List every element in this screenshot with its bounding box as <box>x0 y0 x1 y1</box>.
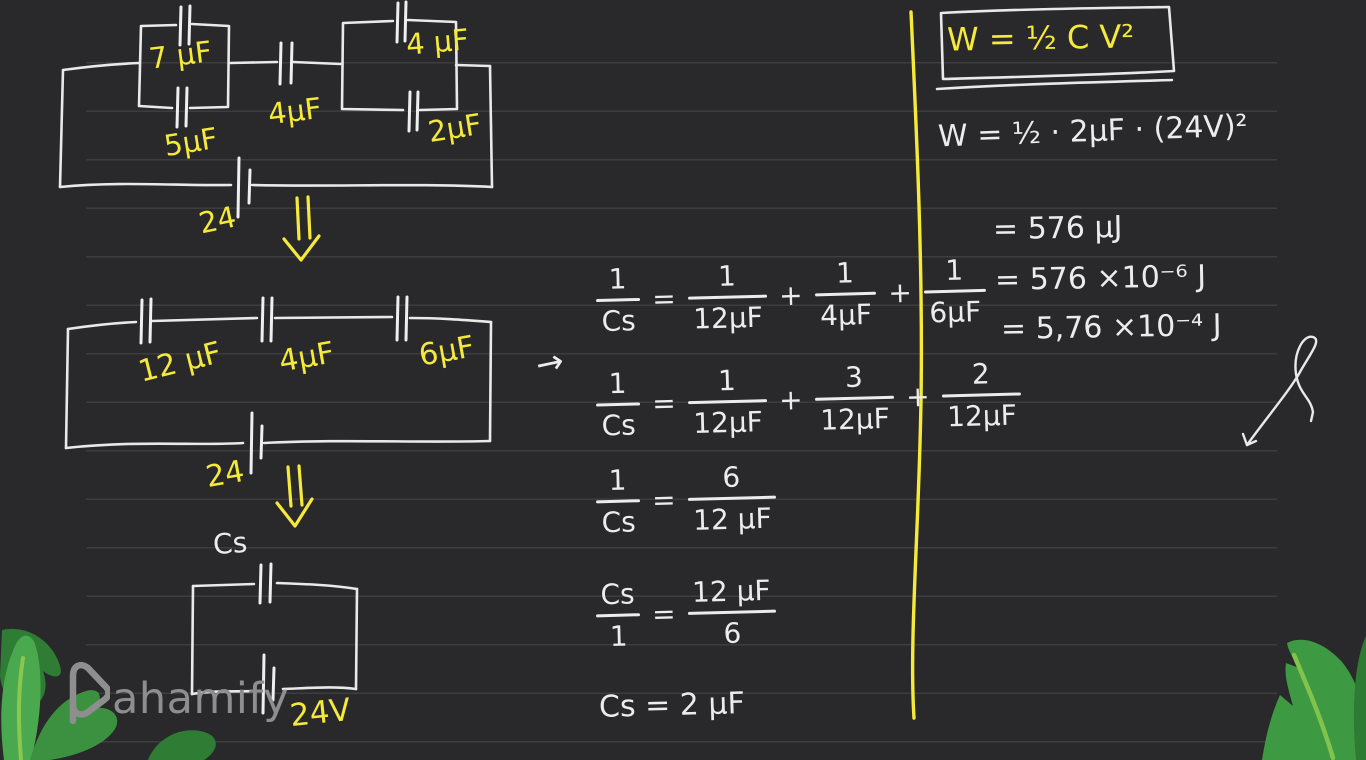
energy-step: = 576 μJ <box>992 209 1123 248</box>
pahamify-wordmark: ahamify <box>112 674 290 724</box>
plus-sign: + <box>778 278 804 313</box>
leaf-decoration <box>1262 636 1366 760</box>
battery-label: 2μF <box>425 107 484 149</box>
capacitor-label: 7 μF <box>147 34 214 76</box>
capacitor-label: 5μF <box>161 121 220 163</box>
capacitor-label: 6μF <box>416 329 478 374</box>
capacitor-label: 12 μF <box>134 335 225 390</box>
capacitor-plates <box>139 295 409 345</box>
battery-symbol <box>236 156 252 219</box>
battery-symbol <box>249 411 264 475</box>
energy-step: = 5,76 ×10⁻⁴ J <box>1000 308 1222 347</box>
capacitor-plates <box>258 562 273 605</box>
plus-sign: + <box>905 379 931 414</box>
energy-step: = 576 ×10⁻⁶ J <box>994 259 1207 298</box>
plus-sign: + <box>887 275 913 310</box>
equation-result: Cs = 2 μF <box>598 686 746 725</box>
energy-formula: W = ½ C V² <box>946 17 1135 59</box>
capacitor-label: Cs <box>211 525 249 562</box>
capacitor-label: 4μF <box>276 335 338 380</box>
equals-sign: = <box>651 597 677 631</box>
down-arrow-icon <box>275 464 314 528</box>
pahamify-play-icon <box>69 662 110 725</box>
voltage-label: 24 <box>203 453 247 496</box>
down-arrow-icon <box>282 195 321 262</box>
capacitor-label: 4μF <box>266 90 324 132</box>
implies-arrow-icon: → <box>532 340 568 385</box>
energy-substitution: W = ½ · 2μF · (24V)² <box>937 108 1249 155</box>
capacitor-label: 4 μF <box>404 22 471 62</box>
pahamify-logo: ahamify <box>62 654 289 726</box>
voltage-label: 24 <box>195 199 239 241</box>
voltage-label: 24V <box>288 691 353 735</box>
plus-sign: + <box>778 382 804 417</box>
equals-sign: = <box>651 281 677 316</box>
equals-sign: = <box>651 483 677 517</box>
signature-squiggle <box>1241 335 1318 447</box>
equals-sign: = <box>651 386 677 420</box>
